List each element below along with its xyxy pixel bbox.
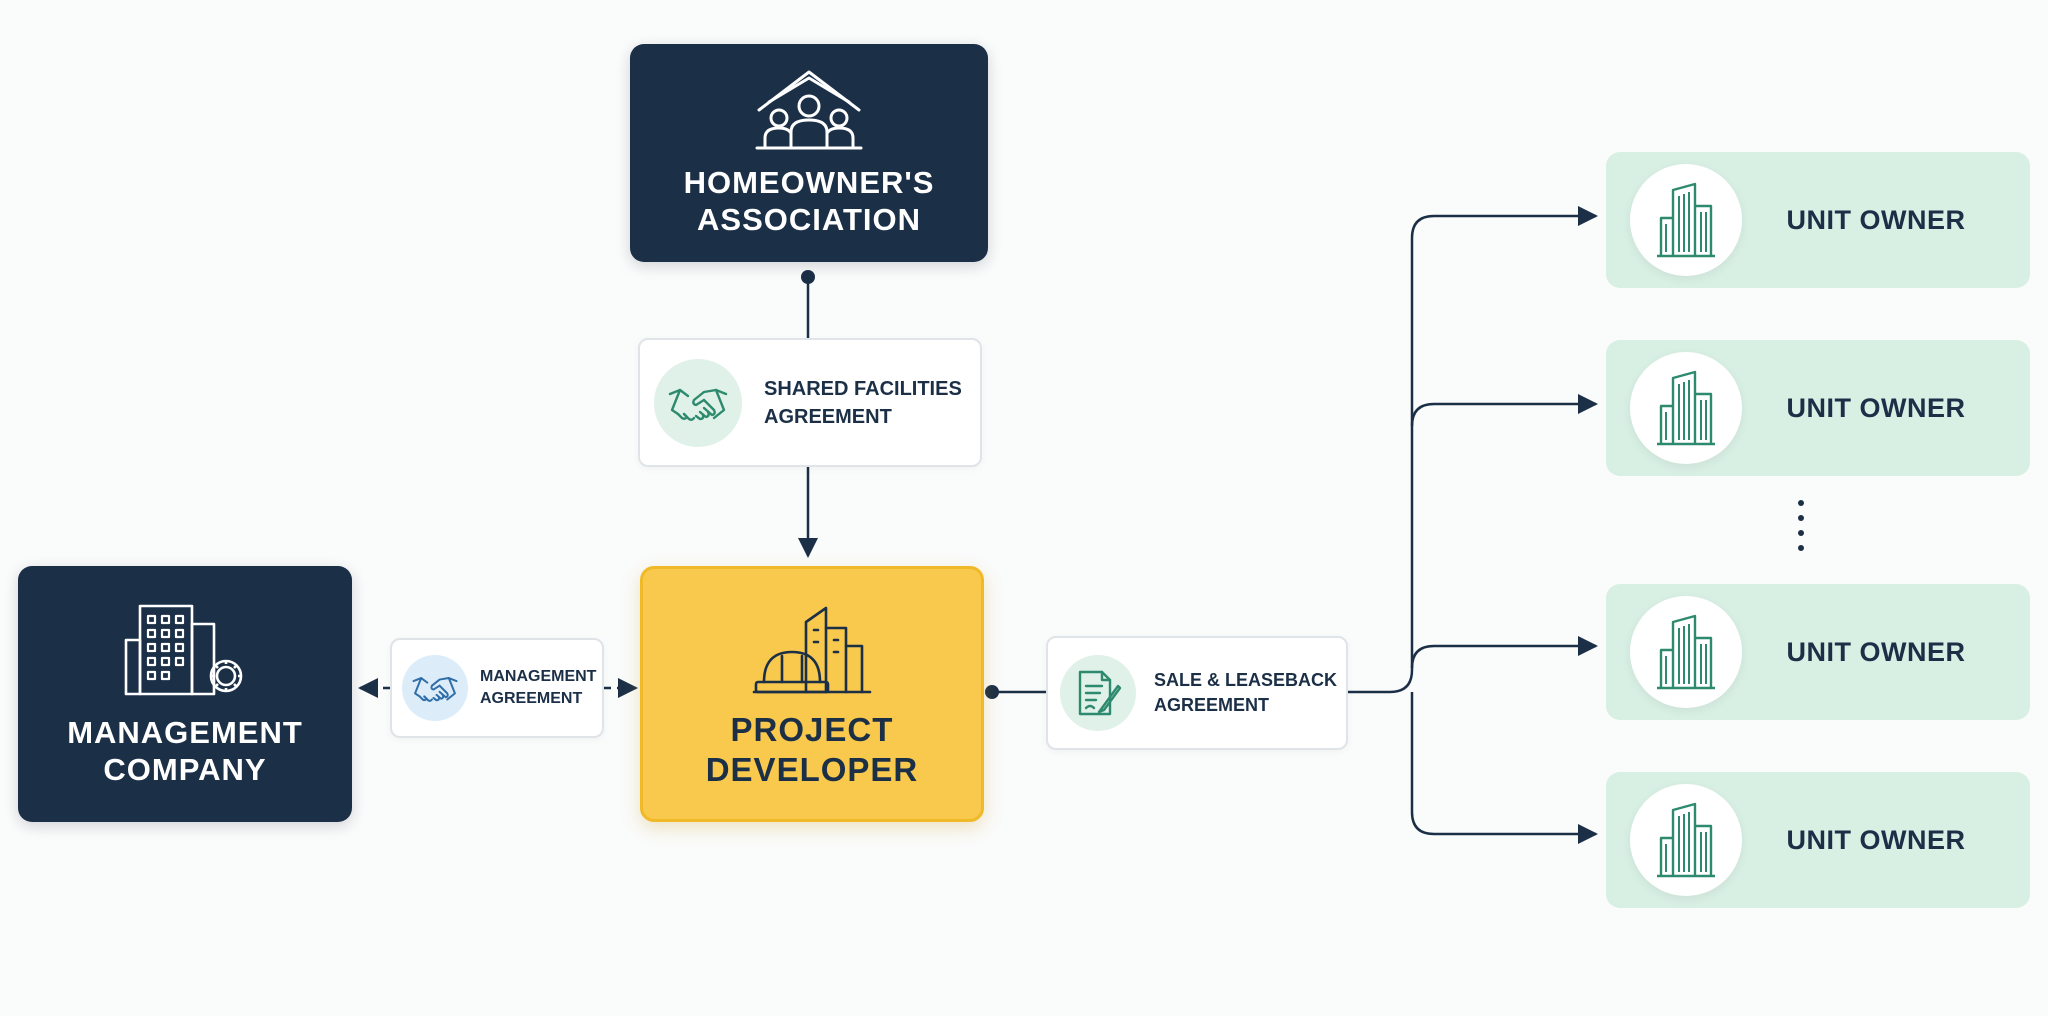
apartment-building-icon	[1657, 802, 1715, 878]
homeowners-association-node: HOMEOWNER'S ASSOCIATION	[630, 44, 988, 262]
unit-owner-label: UNIT OWNER	[1786, 204, 1966, 235]
apartment-building-icon	[1657, 614, 1715, 690]
leaseback-label: SALE & LEASEBACK AGREEMENT	[1154, 669, 1338, 715]
unit-owner-icon-circle	[1630, 596, 1742, 708]
management-agreement: MANAGEMENT AGREEMENT	[390, 638, 604, 738]
unit-owner-label: UNIT OWNER	[1786, 824, 1966, 855]
unit-owner-card: UNIT OWNER	[1606, 772, 2030, 908]
unit-owner-icon-circle	[1630, 784, 1742, 896]
document-pen-icon	[1078, 670, 1122, 716]
leaseback-icon-circle	[1060, 655, 1136, 731]
branch-unit-owner-2	[1410, 394, 1598, 427]
unit-owner-card: UNIT OWNER	[1606, 152, 2030, 288]
construction-building-icon	[752, 607, 872, 694]
unit-owner-icon-circle	[1630, 164, 1742, 276]
unit-owner-label: UNIT OWNER	[1786, 392, 1966, 423]
project-developer-title: PROJECT DEVELOPER	[705, 711, 919, 788]
management-agreement-label: MANAGEMENT AGREEMENT	[480, 667, 597, 707]
handshake-icon	[668, 388, 728, 421]
shared-facilities-icon-circle	[654, 358, 742, 447]
apartment-building-icon	[1657, 182, 1715, 258]
management-company-node: MANAGEMENT COMPANY	[18, 566, 352, 822]
project-developer-node: PROJECT DEVELOPER	[640, 566, 984, 822]
unit-owner-label: UNIT OWNER	[1786, 636, 1966, 667]
shared-facilities-agreement: SHARED FACILITIES AGREEMENT	[638, 338, 982, 467]
branch-unit-owner-4	[1410, 692, 1598, 844]
unit-owner-card: UNIT OWNER	[1606, 584, 2030, 720]
branch-unit-owner-1	[1348, 206, 1598, 694]
sale-leaseback-agreement: SALE & LEASEBACK AGREEMENT	[1046, 636, 1348, 750]
branch-unit-owner-3	[1410, 636, 1598, 669]
homeowners-association-title: HOMEOWNER'S ASSOCIATION	[683, 164, 935, 237]
management-agreement-icon-circle	[402, 655, 468, 721]
shared-facilities-label: SHARED FACILITIES AGREEMENT	[764, 377, 962, 428]
unit-owner-icon-circle	[1630, 352, 1742, 464]
people-house-icon	[755, 70, 863, 150]
management-company-title: MANAGEMENT COMPANY	[67, 714, 303, 787]
building-gear-icon	[124, 604, 243, 696]
more-unit-owners-ellipsis	[1795, 500, 1807, 564]
handshake-icon	[412, 677, 458, 702]
unit-owner-card: UNIT OWNER	[1606, 340, 2030, 476]
apartment-building-icon	[1657, 370, 1715, 446]
